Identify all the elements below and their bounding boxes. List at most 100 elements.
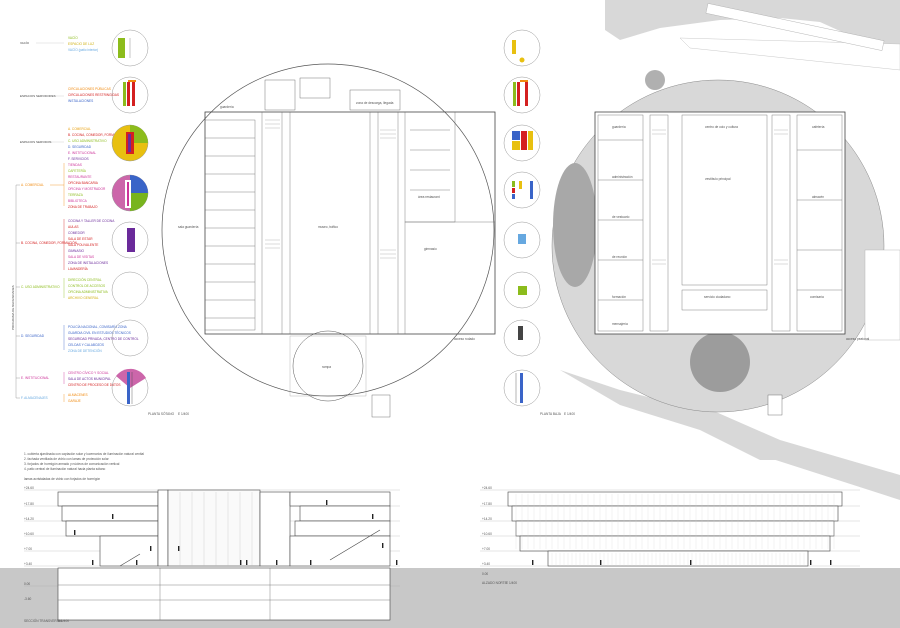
branch-item: ALMACENES [68, 393, 88, 397]
circle-diagram [111, 319, 149, 357]
plan-title: PLANTA SÓTANO [148, 411, 175, 416]
level-label: +3.40 [482, 562, 490, 566]
branch-item: RESTAURANTE [68, 175, 92, 179]
circle-diagram [111, 368, 149, 407]
circle-diagram [503, 319, 541, 357]
room-label: formación [612, 295, 626, 299]
level-label: +3.40 [24, 562, 32, 566]
level-label: -3.60 [24, 597, 31, 601]
circle-diagram [111, 76, 149, 114]
legend-row-servidos: ESPACIOS SERVIDOS A. COMERCIAL B. COCINA… [20, 127, 125, 161]
branch-item: CENTRO DE PROCESO DE DATOS [68, 383, 120, 387]
branch-item: ZONA DE INSTALACIONES [68, 261, 108, 265]
level-label: +14.20 [482, 517, 492, 521]
branch-label: D. SEGURIDAD [21, 334, 45, 338]
level-label: +7.00 [482, 547, 490, 551]
legend-item: C. USO ADMINISTRATIVO [68, 139, 107, 143]
branch-item: BIBLIOTECA [68, 199, 88, 203]
plan-note: acceso rodado [454, 337, 475, 341]
branch-item: SALA DE ACTOS MUNICIPAL [68, 377, 111, 381]
legend-label-servidores: ESPACIOS SERVIDORES [20, 94, 56, 98]
circle-diagram [111, 221, 149, 259]
legend-item: VACÍO [68, 36, 78, 40]
section-note: 1. cubierta ajardinada con captación sol… [24, 452, 144, 456]
circle-diagram [111, 174, 149, 212]
branch-item: TERRAZA [68, 193, 84, 197]
branch-item: GARAJE [68, 399, 81, 403]
plan-title: PLANTA BAJA [540, 412, 562, 416]
room-label: centro de ocio y cultura [705, 125, 738, 129]
branch-item: CAFETERÍA [68, 169, 87, 173]
branch-item: ZONA DE DETENCIÓN [68, 348, 102, 353]
plan-note: acceso peatonal [846, 337, 870, 341]
level-label: +24.60 [24, 486, 34, 490]
legend-item: E. INSTITUCIONAL [68, 151, 96, 155]
program-tree: PROGRAMA DE NECESIDADES [11, 184, 20, 399]
room-label: de reunión [612, 255, 627, 259]
elevation-scale: E 1/400 [506, 581, 517, 585]
branch-label: B. COCINA, COMEDOR, FORMACIÓN [21, 240, 78, 245]
branch-comercial: A. COMERCIAL TIENDAS CAFETERÍA RESTAURAN… [21, 163, 106, 209]
branch-label: C. USO ADMINISTRATIVO [21, 285, 60, 289]
elevation-drawing: +24.60 +17.80 +14.20 +10.60 +7.00 +3.40 … [480, 486, 860, 585]
legend-circles-left [111, 29, 149, 407]
legend-item: D. SEGURIDAD [68, 145, 92, 149]
room-label: vestíbulo principal [705, 177, 731, 181]
circle-diagram [503, 76, 541, 114]
program-tree-label: PROGRAMA DE NECESIDADES [11, 285, 15, 330]
branch-almacenajes: F. ALMACENAJES ALMACENES GARAJE [21, 393, 88, 403]
circle-diagram [503, 369, 541, 407]
room-label: rampa [322, 365, 331, 369]
plan-baja: guardería centro de ocio y cultura vestí… [540, 0, 900, 500]
circle-diagram [111, 29, 149, 67]
branch-item: COCINA Y TALLER DE COCINA [68, 219, 115, 223]
room-label: de vestuario [612, 215, 630, 219]
room-label: mensajería [612, 322, 628, 326]
circle-diagram [503, 29, 541, 67]
room-label: área restaurant [418, 195, 440, 199]
program-legend: VACÍO VACÍO ESPACIO DE LUZ VACÍO (patio … [11, 36, 139, 403]
level-label: +17.80 [24, 502, 34, 506]
section-note: 2. fachada ventilada de vidrio con lamas… [24, 457, 110, 461]
branch-item: OFICINA Y MOSTRADOR [68, 187, 106, 191]
plan-scale: E 1/400 [178, 412, 189, 416]
legend-label-vacio: VACÍO [20, 41, 30, 45]
branch-item: OFICINA BANCARIA [68, 181, 99, 185]
section-drawing: 1. cubierta ajardinada con captación sol… [0, 452, 900, 628]
section-title: SECCIÓN TRANSVERSAL [24, 618, 63, 623]
plan-scale: E 1/400 [564, 412, 575, 416]
level-label: 0.00 [24, 582, 30, 586]
branch-item: AULAS [68, 225, 78, 229]
branch-item: CELDAS Y CALABOZOS [68, 343, 104, 347]
legend-item: CIRCULACIONES PÚBLICAS [68, 86, 111, 91]
room-label: servicio ciudadano [704, 295, 731, 299]
legend-item: INSTALACIONES [68, 99, 93, 103]
legend-label-servidos: ESPACIOS SERVIDOS [20, 140, 51, 144]
branch-label: E. INSTITUCIONAL [21, 376, 49, 380]
legend-row-servidores: ESPACIOS SERVIDORES CIRCULACIONES PÚBLIC… [20, 86, 119, 103]
room-label: comisaría [810, 295, 824, 299]
room-label: guardería [612, 125, 626, 129]
room-label: museo, tráfico [318, 225, 338, 229]
branch-item: LAVANDERÍA [68, 267, 89, 271]
legend-row-vacio: VACÍO VACÍO ESPACIO DE LUZ VACÍO (patio … [20, 36, 98, 52]
legend-item: ESPACIO DE LUZ [68, 42, 94, 46]
branch-cocina: B. COCINA, COMEDOR, FORMACIÓN COCINA Y T… [21, 219, 115, 271]
branch-item: OFICINA ADMINISTRATIVA [68, 290, 109, 294]
branch-item: GIMNASIO [68, 249, 84, 253]
branch-item: CENTRO CÍVICO Y SOCIAL [68, 371, 109, 375]
section-scale: E 1/400 [58, 619, 69, 623]
circle-diagram [503, 171, 541, 209]
circle-diagram [503, 271, 541, 309]
branch-item: TIENDAS [68, 163, 82, 167]
circle-diagram [503, 124, 541, 162]
level-label: +14.20 [24, 517, 34, 521]
branch-item: DIRECCIÓN CENTRAL [68, 277, 102, 282]
room-label: guardería [220, 105, 234, 109]
legend-circles-middle [503, 29, 541, 407]
room-label: almacén [812, 195, 824, 199]
level-label: +17.80 [482, 502, 492, 506]
branch-item: SEGURIDAD PRIVADA, CENTRO DE CONTROL [68, 337, 139, 341]
branch-item: COMEDOR [68, 231, 85, 235]
level-label: 0.00 [482, 572, 488, 576]
